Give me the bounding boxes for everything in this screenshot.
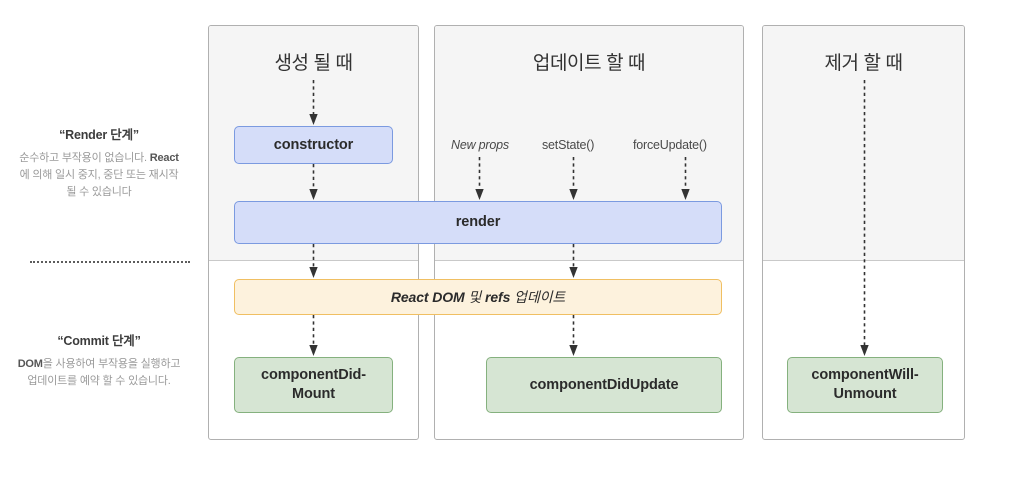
arrow-set-state-to-render [568,157,579,201]
node-component-will-unmount-label: componentWill- Unmount [811,367,919,402]
arrow-header-to-constructor [308,80,319,126]
arrow-new-props-to-render [474,157,485,201]
node-react-dom-and-refs-update[interactable]: React DOM 및 refs 업데이트 [234,279,722,315]
arrow-header-to-component-will-unmount [859,80,870,357]
node-reactdom-label-update: 업데이트 [510,288,566,305]
node-render[interactable]: render [234,201,722,244]
node-component-did-update[interactable]: componentDidUpdate [486,357,722,413]
trigger-label-new-props: New props [451,138,509,152]
arrow-render-to-reactdom-update [568,244,579,279]
node-component-will-unmount[interactable]: componentWill- Unmount [787,357,943,413]
arrow-render-to-reactdom-mount [308,244,319,279]
node-component-did-mount[interactable]: componentDid- Mount [234,357,393,413]
column-updating-header: 업데이트 할 때 [532,53,646,74]
arrow-constructor-to-render [308,164,319,201]
legend-commit-phase-title: “Commit 단계” [57,334,141,348]
legend-commit-phase-description: DOM을 사용하여 부작용을 실행하고 업데이트를 예약 할 수 있습니다. [16,356,182,390]
node-render-label: render [455,214,501,230]
legend-render-phase-description: 순수하고 부작용이 없습니다. React 에 의해 일시 중지, 중단 또는 재… [16,150,182,201]
node-reactdom-label-refs: refs [484,288,511,305]
node-reactdom-label-and: 및 [468,288,485,305]
legend-render-desc-strong: React [149,152,179,164]
trigger-label-set-state: setState() [542,138,595,152]
arrow-force-update-to-render [680,157,691,201]
column-mounting-header: 생성 될 때 [274,53,353,74]
node-component-did-mount-label: componentDid- Mount [260,367,367,402]
node-component-did-update-label: componentDidUpdate [529,376,679,393]
legend-commit-desc-strong: DOM [17,358,43,370]
legend-render-phase: “Render 단계” 순수하고 부작용이 없습니다. React 에 의해 일시… [16,124,182,201]
node-constructor-label: constructor [273,136,354,153]
column-unmounting-render-phase-band [763,26,964,261]
legend-commit-desc-post: 을 사용하여 부작용을 실행하고 업데이트를 예약 할 수 있습니다. [27,358,181,387]
legend-commit-phase: “Commit 단계” DOM을 사용하여 부작용을 실행하고 업데이트를 예약… [16,330,182,390]
node-reactdom-label: React DOM 및 refs 업데이트 [391,288,565,307]
trigger-label-force-update: forceUpdate() [633,138,707,152]
arrow-reactdom-to-component-did-update [568,315,579,357]
node-constructor[interactable]: constructor [234,126,393,164]
node-reactdom-label-reactdom: React DOM [390,288,469,305]
legend-render-phase-title: “Render 단계” [59,128,139,142]
legend-render-desc-pre: 순수하고 부작용이 없습니다. [19,152,150,164]
phase-divider [30,261,190,263]
legend-render-desc-post: 에 의해 일시 중지, 중단 또는 재시작 될 수 있습니다 [19,169,179,198]
column-unmounting-header: 제거 할 때 [824,53,903,74]
arrow-reactdom-to-component-did-mount [308,315,319,357]
